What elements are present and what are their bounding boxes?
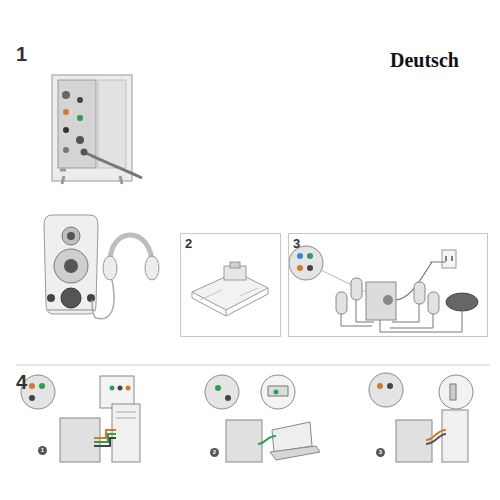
language-heading: Deutsch: [390, 50, 459, 70]
callout-number: 2: [210, 448, 219, 457]
connection-option-1: [21, 375, 140, 462]
callout-number: 1: [38, 446, 47, 455]
speaker-stand: [192, 262, 268, 316]
step-number: 3: [293, 236, 300, 251]
step-panel: 2: [180, 233, 281, 337]
connection-option-3: [369, 373, 473, 462]
step-number: 2: [185, 236, 192, 251]
connection-option-2: [205, 375, 320, 462]
step-number: 1: [16, 44, 27, 64]
headphones: [92, 235, 159, 319]
callout-number: 3: [376, 448, 385, 457]
subwoofer-back: [52, 75, 142, 184]
satellite-speaker: [44, 215, 98, 314]
system-connection: [289, 246, 478, 332]
step-number: 4: [16, 372, 27, 392]
step-panel: 3: [288, 233, 488, 337]
